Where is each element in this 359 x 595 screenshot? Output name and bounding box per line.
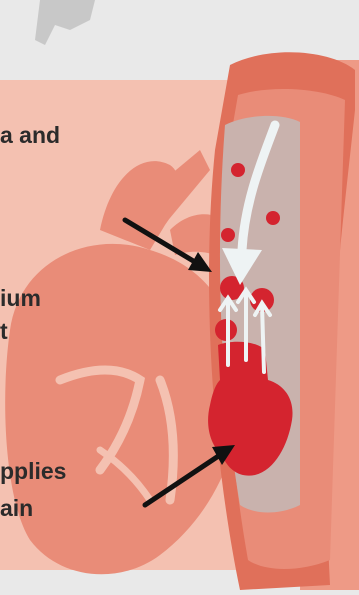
- map-fragment: [35, 0, 95, 45]
- upward-flow-arrow: [220, 290, 270, 372]
- text-fragment-3: t: [0, 318, 8, 344]
- text-fragment-1: a and: [0, 122, 60, 148]
- text-fragment-4: pplies: [0, 458, 66, 484]
- text-fragment-5: ain: [0, 495, 33, 521]
- text-fragment-2: ium: [0, 285, 41, 311]
